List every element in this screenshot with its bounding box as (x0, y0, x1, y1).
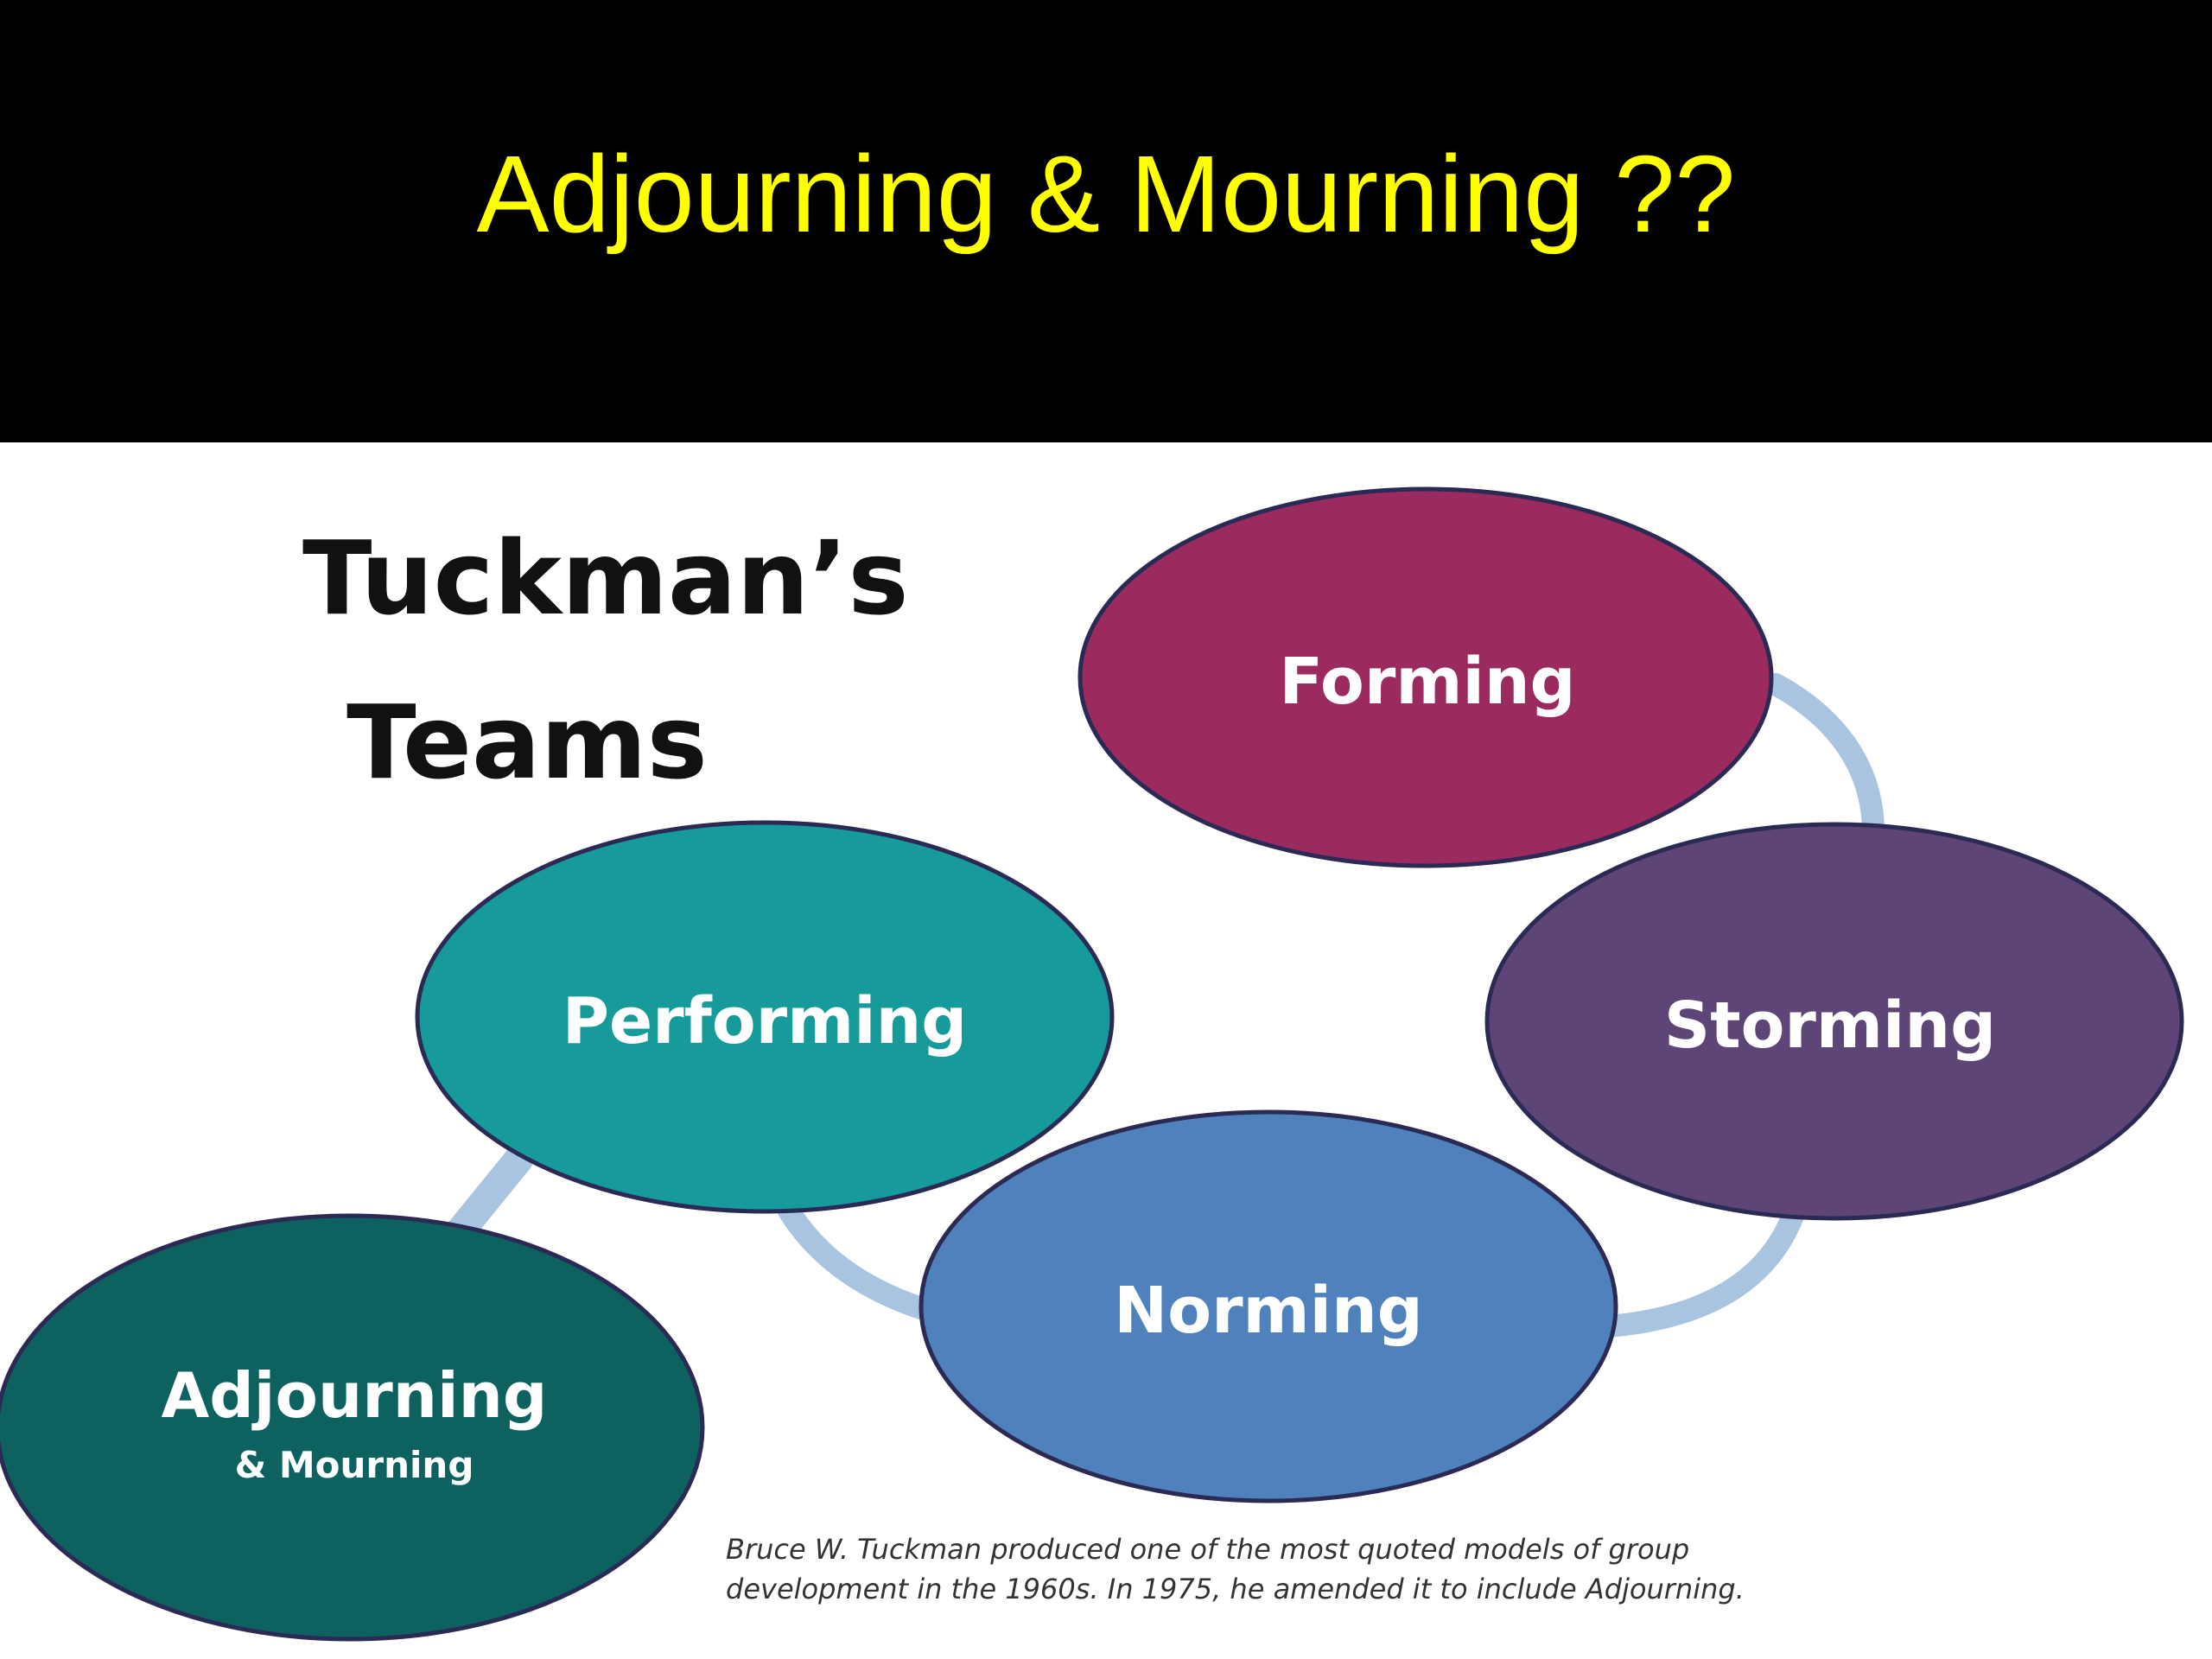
stage-label-norming: Norming (1114, 1274, 1422, 1348)
diagram-heading-line2: Teams (346, 683, 708, 802)
stage-label-performing: Performing (563, 984, 968, 1058)
stage-storming (1484, 822, 2184, 1221)
stage-label-adjourning: Adjourning (162, 1359, 548, 1432)
stage-label-storming: Storming (1664, 988, 1996, 1063)
stage-sublabel-adjourning: & Mourning (235, 1444, 474, 1486)
caption-line1: Bruce W. Tuckman produced one of the mos… (726, 1533, 1690, 1566)
stage-performing (415, 820, 1115, 1214)
stage-forming (1077, 486, 1774, 868)
tuckman-cycle-diagram: Forming Storming Norming Performing Adjo… (0, 486, 2184, 1642)
diagram-caption: Bruce W. Tuckman produced one of the mos… (726, 1529, 1936, 1609)
stage-norming (918, 1109, 1618, 1503)
stage-label-forming: Forming (1279, 645, 1575, 719)
caption-line2: development in the 1960s. In 1975, he am… (726, 1573, 1745, 1605)
tuckman-diagram-image: Tuckman’s Teams (0, 442, 2212, 1659)
slide-title: Adjourning & Mourning ?? (476, 133, 1736, 255)
stage-adjourning (0, 1213, 705, 1642)
